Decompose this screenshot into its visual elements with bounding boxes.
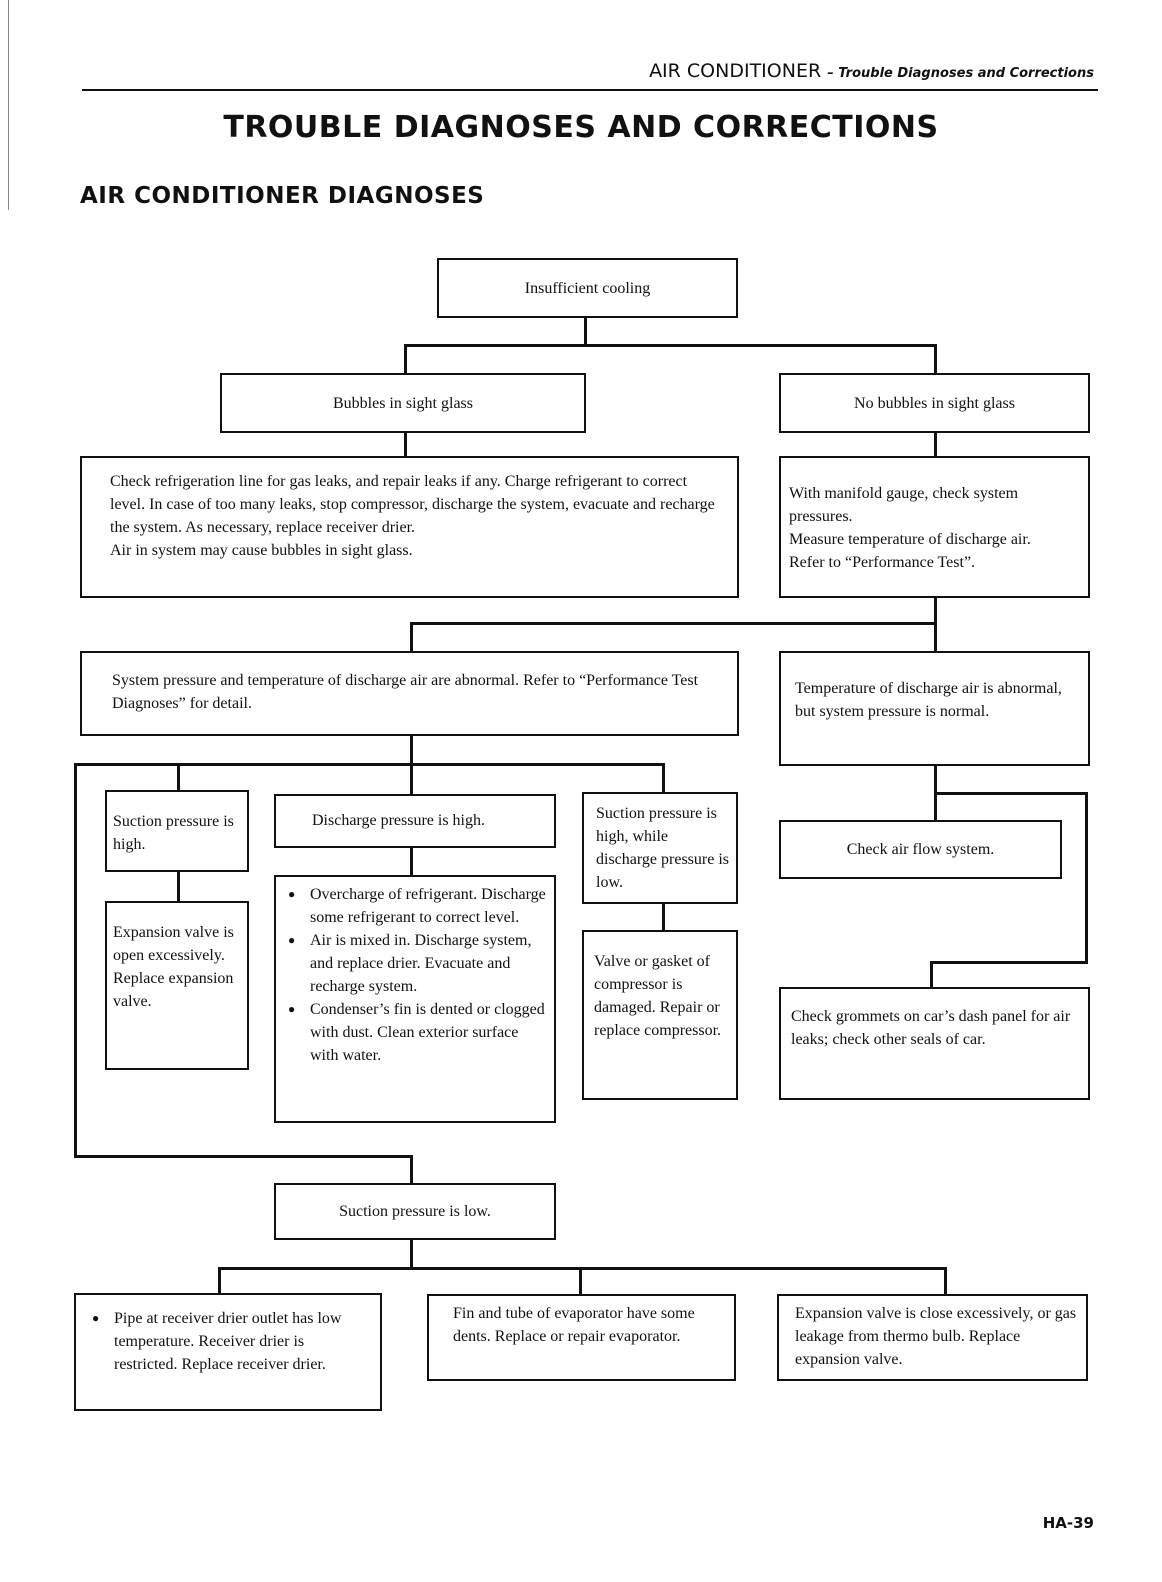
connector	[934, 431, 937, 457]
section-heading: AIR CONDITIONER DIAGNOSES	[80, 183, 485, 209]
insufficient-cooling-box: Insufficient cooling	[437, 258, 738, 318]
evaporator-text: Fin and tube of evaporator have some den…	[453, 1305, 695, 1345]
expansion-close-box: Expansion valve is close excessively, or…	[777, 1294, 1088, 1381]
connector	[584, 317, 587, 345]
valve-gasket-text: Valve or gasket of compressor is damaged…	[594, 953, 722, 1039]
connector	[930, 961, 933, 988]
header-rule	[82, 89, 1098, 91]
discharge-high-action-item: Air is mixed in. Discharge system, and r…	[284, 929, 548, 998]
connector	[218, 1267, 221, 1294]
bubbles-action-note: Air in system may cause bubbles in sight…	[110, 542, 413, 559]
discharge-high-actions-box: Overcharge of refrigerant. Discharge som…	[274, 875, 556, 1123]
abnormal-text: System pressure and temperature of disch…	[112, 672, 699, 712]
bubbles-action-text: Check refrigeration line for gas leaks, …	[110, 473, 715, 536]
connector	[410, 847, 413, 876]
no-bubbles-box: No bubbles in sight glass	[779, 373, 1090, 433]
connector	[74, 1155, 413, 1158]
expansion-open-text: Expansion valve is open excessively. Rep…	[113, 924, 234, 1010]
expansion-close-text: Expansion valve is close excessively, or…	[795, 1305, 1077, 1368]
running-header-title: AIR CONDITIONER	[649, 60, 822, 82]
bubbles-box: Bubbles in sight glass	[220, 373, 586, 433]
manifold-check-refer: Refer to “Performance Test”.	[789, 554, 976, 571]
connector	[404, 344, 407, 374]
receiver-drier-box: Pipe at receiver drier outlet has low te…	[74, 1293, 382, 1411]
abnormal-box: System pressure and temperature of disch…	[80, 651, 739, 736]
connector	[177, 763, 180, 791]
discharge-high-action-item: Overcharge of refrigerant. Discharge som…	[284, 883, 548, 929]
receiver-drier-list: Pipe at receiver drier outlet has low te…	[88, 1307, 370, 1376]
connector	[177, 871, 180, 902]
grommets-text: Check grommets on car’s dash panel for a…	[791, 1008, 1071, 1048]
running-header-subtitle: – Trouble Diagnoses and Corrections	[827, 66, 1094, 81]
page-number: HA-39	[1042, 1514, 1094, 1532]
bubbles-text: Bubbles in sight glass	[332, 394, 473, 412]
discharge-high-action-item: Condenser’s fin is dented or clogged wit…	[284, 998, 548, 1067]
air-flow-box: Check air flow system.	[779, 820, 1062, 879]
connector	[74, 763, 77, 1158]
connector	[579, 1267, 582, 1295]
discharge-high-text: Discharge pressure is high.	[312, 812, 485, 829]
page-margin-line	[8, 0, 9, 210]
connector	[944, 1267, 947, 1295]
connector	[930, 961, 1088, 964]
grommets-box: Check grommets on car’s dash panel for a…	[779, 987, 1090, 1100]
valve-gasket-box: Valve or gasket of compressor is damaged…	[582, 930, 738, 1100]
connector	[410, 1239, 413, 1270]
suction-low-text: Suction pressure is low.	[339, 1203, 491, 1220]
connector	[410, 622, 937, 625]
suction-high-discharge-low-box: Suction pressure is high, while discharg…	[582, 792, 738, 904]
insufficient-cooling-text: Insufficient cooling	[524, 279, 651, 297]
suction-high-discharge-low-text: Suction pressure is high, while discharg…	[596, 805, 729, 891]
receiver-drier-item: Pipe at receiver drier outlet has low te…	[88, 1307, 370, 1376]
evaporator-box: Fin and tube of evaporator have some den…	[427, 1294, 736, 1381]
manifold-check-text: With manifold gauge, check system pressu…	[789, 485, 1019, 525]
expansion-open-box: Expansion valve is open excessively. Rep…	[105, 901, 249, 1070]
connector	[410, 622, 413, 652]
connector	[404, 431, 407, 457]
suction-low-box: Suction pressure is low.	[274, 1183, 556, 1240]
discharge-high-box: Discharge pressure is high.	[274, 794, 556, 848]
connector	[1085, 792, 1088, 964]
suction-high-text: Suction pressure is high.	[113, 813, 234, 853]
connector	[662, 903, 665, 931]
manifold-check-measure: Measure temperature of discharge air.	[789, 531, 1031, 548]
temp-abnormal-box: Temperature of discharge air is abnormal…	[779, 651, 1090, 766]
air-flow-text: Check air flow system.	[846, 841, 995, 858]
connector	[934, 344, 937, 374]
connector	[662, 763, 665, 793]
connector	[404, 344, 937, 347]
connector	[74, 763, 665, 766]
suction-high-box: Suction pressure is high.	[105, 790, 249, 872]
connector	[218, 1267, 947, 1270]
page-title: TROUBLE DIAGNOSES AND CORRECTIONS	[223, 110, 939, 145]
no-bubbles-text: No bubbles in sight glass	[854, 394, 1015, 412]
bubbles-action-box: Check refrigeration line for gas leaks, …	[80, 456, 739, 598]
connector	[934, 792, 1088, 795]
connector	[410, 1155, 413, 1185]
running-header: AIR CONDITIONER – Trouble Diagnoses and …	[649, 60, 1094, 82]
manifold-check-box: With manifold gauge, check system pressu…	[779, 456, 1090, 598]
temp-abnormal-text: Temperature of discharge air is abnormal…	[795, 680, 1062, 720]
discharge-high-actions-list: Overcharge of refrigerant. Discharge som…	[284, 883, 548, 1067]
